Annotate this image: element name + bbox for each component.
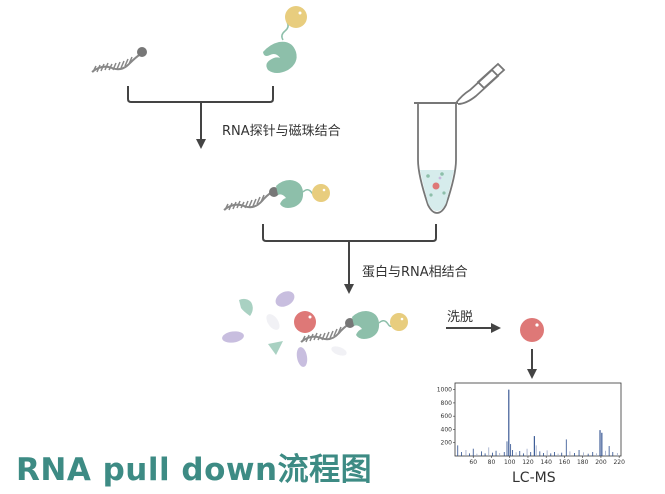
eluted-protein [520,318,544,342]
y-tick-label: 400 [441,426,453,433]
y-tick-label: 600 [441,413,453,420]
probe-bead-complex [223,180,330,211]
x-tick-label: 120 [522,459,534,466]
target-protein [294,311,316,333]
bracket-1 [127,86,274,103]
step-label-bind-protein: 蛋白与RNA相结合 [362,265,468,280]
x-tick-label: 200 [595,459,607,466]
y-tick-label: 800 [441,400,453,407]
x-tick-label: 220 [613,459,625,466]
bracket-2 [262,224,437,242]
x-tick-label: 140 [540,459,552,466]
spectrum-frame [454,382,622,457]
x-tick-label: 80 [488,459,496,466]
lcms-label: LC-MS [512,470,556,486]
y-tick-label: 200 [441,440,453,447]
bead-yellow [285,6,307,28]
step-label-bind-beads: RNA探针与磁珠结合 [222,124,341,139]
protein-mixture [222,291,347,367]
x-tick-label: 160 [559,459,571,466]
lcms-spectrum: 60 80 100 120 140 160 180 200 220 200 400 600 800 100… [437,382,625,466]
page-title: RNA pull down流程图 [16,452,373,488]
y-tick-label: 1000 [437,387,452,394]
magnetic-bead-1 [263,6,307,73]
rna-probe-1 [91,47,147,73]
x-tick-label: 180 [577,459,589,466]
step-label-elute: 洗脱 [447,310,474,325]
probe-bead-protein-complex [300,311,408,343]
x-tick-label: 60 [469,459,477,466]
cell-lysate-tube [414,62,506,214]
x-tick-label: 100 [504,459,516,466]
biotin-dot [137,47,147,57]
